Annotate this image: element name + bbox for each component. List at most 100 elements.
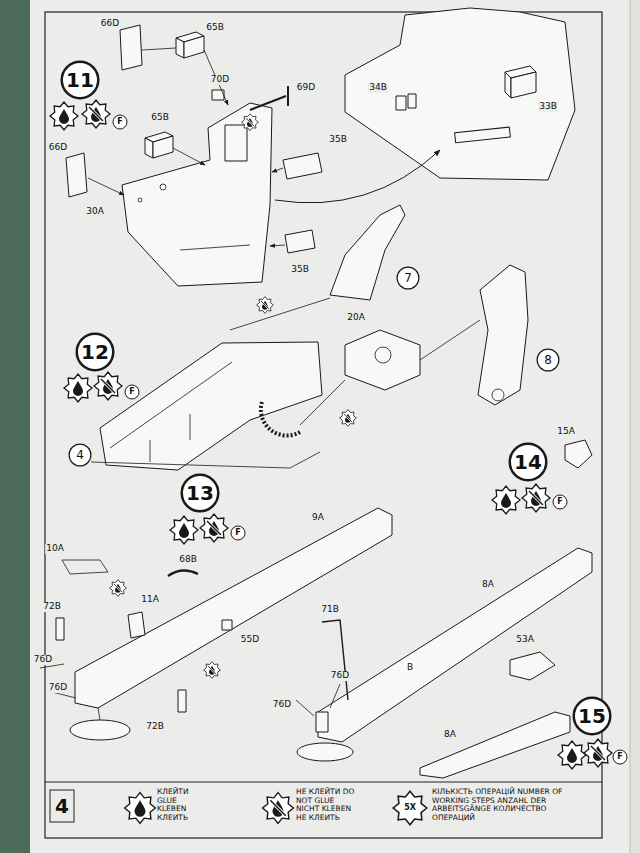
circle-outline bbox=[69, 444, 91, 466]
part-number: 33B bbox=[538, 102, 558, 112]
glue-symbols-shape bbox=[558, 741, 586, 769]
glue-symbols-shape bbox=[492, 486, 520, 514]
step-14-right-trail-shape bbox=[297, 743, 353, 761]
subassembly-reference-circle: 7 bbox=[396, 266, 420, 290]
step-12-gun-cradle-shape bbox=[345, 330, 420, 390]
step-12-gun-cradle-shape bbox=[300, 380, 345, 425]
step-13-left-trail-shape bbox=[178, 690, 186, 712]
part-number: 68B bbox=[178, 555, 198, 565]
glue-symbols-shape bbox=[522, 484, 550, 512]
cutting-mat-and-paper-shape bbox=[45, 781, 602, 782]
step-13-left-trail-shape bbox=[222, 620, 232, 630]
glue-symbols-shape bbox=[340, 410, 357, 427]
glue-symbols-shape bbox=[257, 297, 274, 314]
part-number: B bbox=[406, 663, 414, 673]
glue-symbols-shape bbox=[242, 114, 259, 131]
step-12-gun-cradle-shape bbox=[230, 298, 330, 330]
step-11-shield-parts-shape bbox=[153, 136, 173, 158]
step-11-shield-parts-shape bbox=[173, 148, 205, 165]
step-14-right-trail bbox=[296, 440, 592, 761]
legend-item: НЕ КЛЕЙТИ DO NOT GLUE NICHT KLEBEN НЕ КЛ… bbox=[296, 788, 356, 823]
part-number: 66D bbox=[48, 143, 68, 153]
callout-number: 7 bbox=[404, 272, 412, 284]
step-11-shield-parts-shape bbox=[180, 245, 250, 250]
part-number: 76D bbox=[330, 671, 350, 681]
legend-item: КЛЕЙТИ GLUE KLEBEN КЛЕИТЬ bbox=[157, 788, 199, 823]
part-number: 76D bbox=[48, 683, 68, 693]
step-15-trail-piece bbox=[420, 712, 570, 778]
part-number: 72B bbox=[42, 602, 62, 612]
step-12-gun-cradle-shape bbox=[100, 342, 322, 470]
part-number: 35B bbox=[328, 135, 348, 145]
step-14-right-trail-shape bbox=[330, 684, 340, 708]
paint-finish-letter: F bbox=[234, 529, 241, 538]
operation-count: 5X bbox=[403, 804, 417, 813]
part-number: 8A bbox=[481, 580, 495, 590]
step-13-left-trail-shape bbox=[70, 720, 130, 740]
step-11-shield-parts-shape bbox=[122, 103, 272, 286]
paint-finish-letter: F bbox=[128, 388, 135, 397]
step-11-shield-parts-shape bbox=[250, 96, 286, 110]
step-13-left-trail-shape bbox=[56, 618, 64, 640]
step-11-shield-parts-shape bbox=[345, 8, 575, 180]
part-number: 69D bbox=[296, 83, 316, 93]
part-number: 20A bbox=[346, 313, 366, 323]
legend-symbols-shape bbox=[125, 793, 156, 824]
step-number-circle: 15 bbox=[572, 696, 612, 736]
step-11-shield-parts-shape bbox=[176, 38, 184, 58]
step-14-right-trail-shape bbox=[316, 712, 328, 732]
step-11-shield-parts-shape bbox=[66, 153, 87, 197]
part-number: 65B bbox=[205, 23, 225, 33]
glue-symbols-shape bbox=[50, 102, 78, 130]
part-number: 11A bbox=[140, 595, 160, 605]
step-11-shield-parts bbox=[66, 8, 575, 286]
part-number: 10A bbox=[45, 544, 65, 554]
step-11-shield-parts-shape bbox=[145, 138, 153, 158]
callout-number: 4 bbox=[76, 449, 84, 461]
step-11-shield-parts-shape bbox=[225, 125, 247, 161]
glue-symbols-shape bbox=[553, 495, 567, 509]
part-number: 53A bbox=[515, 635, 535, 645]
legend-text: НЕ КЛЕЙТИ DO NOT GLUE NICHT KLEBEN НЕ КЛ… bbox=[296, 787, 354, 822]
step-13-left-trail-shape bbox=[75, 508, 392, 708]
step-11-shield-parts-shape bbox=[138, 198, 142, 202]
step-11-shield-parts-shape bbox=[505, 72, 511, 98]
step-11-shield-parts-shape bbox=[455, 127, 511, 143]
step-14-right-trail-shape bbox=[565, 440, 592, 468]
paint-finish-letter: F bbox=[616, 753, 623, 762]
part-number: 55D bbox=[240, 635, 260, 645]
glue-symbols-shape bbox=[82, 100, 110, 128]
step-12-gun-cradle-shape bbox=[110, 362, 232, 448]
step-13-left-trail-shape bbox=[62, 560, 108, 574]
step-11-shield-parts-shape bbox=[408, 94, 416, 108]
glue-symbols-shape bbox=[94, 372, 122, 400]
part-number: 8A bbox=[443, 730, 457, 740]
subassembly-reference-circle: 8 bbox=[536, 348, 560, 372]
step-15-trail-piece-shape bbox=[420, 712, 570, 778]
step-11-shield-parts-shape bbox=[285, 230, 315, 253]
glue-symbols-shape bbox=[584, 739, 612, 767]
part-number: 66D bbox=[100, 19, 120, 29]
callout-number: 13 bbox=[186, 483, 214, 503]
step-number-circle: 12 bbox=[75, 332, 115, 372]
step-11-shield-parts-shape bbox=[396, 96, 406, 110]
legend-symbols-shape bbox=[263, 793, 294, 824]
page-number: 4 bbox=[54, 795, 70, 817]
glue-symbols-shape bbox=[110, 580, 127, 597]
callout-number: 15 bbox=[578, 706, 606, 726]
paint-finish-letter: F bbox=[556, 498, 563, 507]
part-number: 15A bbox=[556, 427, 576, 437]
step-12-gun-cradle bbox=[91, 205, 528, 470]
glue-symbols-shape bbox=[125, 385, 139, 399]
step-number-circle: 14 bbox=[508, 442, 548, 482]
glue-symbols-shape bbox=[200, 514, 228, 542]
part-number: 72B bbox=[145, 722, 165, 732]
legend-item: КІЛЬКІСТЬ ОПЕРАЦІЙ NUMBER OF WORKING STE… bbox=[432, 788, 582, 823]
step-14-right-trail-shape bbox=[322, 620, 348, 700]
step-11-shield-parts-shape bbox=[272, 168, 283, 172]
step-12-gun-cradle-shape bbox=[190, 414, 191, 440]
callout-number: 8 bbox=[544, 354, 552, 366]
step-13-left-trail-shape bbox=[98, 708, 100, 720]
